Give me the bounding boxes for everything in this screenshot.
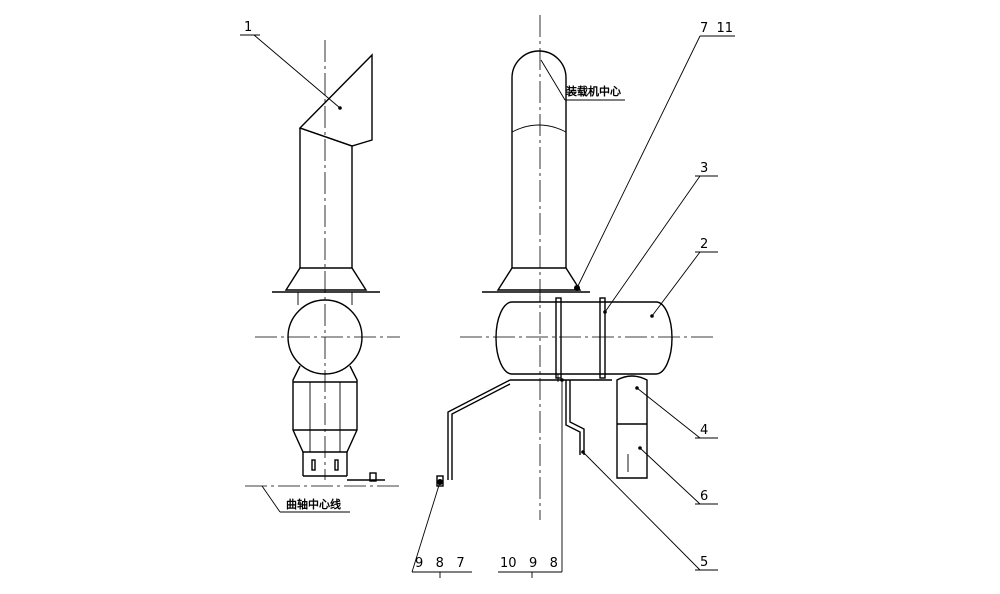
- callout-5-leader: [582, 451, 701, 571]
- clamp-band-right: [599, 297, 606, 379]
- bracket-left-arm-inner: [451, 383, 511, 480]
- callout-3-leader: [604, 175, 701, 313]
- callout-6-dot: [638, 446, 642, 450]
- right-stack-joint: [511, 124, 567, 133]
- left-lower-body: [292, 365, 358, 453]
- callout-4-label: 4: [700, 423, 708, 438]
- muffler-drum-side: [495, 301, 673, 375]
- callout-10-9-8-dot: [560, 378, 564, 382]
- callout-7-11-leader: [576, 35, 701, 289]
- muffler-drum-end: [287, 299, 363, 375]
- left-bolt-2: [334, 459, 339, 471]
- callout-2-label: 2: [700, 237, 708, 252]
- callout-3-label: 3: [700, 161, 708, 176]
- crankshaft-leader: [261, 485, 281, 513]
- bracket-left-bolt: [436, 475, 444, 487]
- callout-1-dot: [338, 106, 342, 110]
- callout-6-leader: [639, 447, 701, 505]
- bracket-left-arm: [447, 379, 511, 480]
- callout-6-label: 6: [700, 489, 708, 504]
- callout-1-leader: [253, 34, 341, 109]
- callout-7-11-dot: [574, 285, 580, 291]
- callout-1-label: 1: [244, 20, 252, 35]
- callout-10-9-8-label: 10 9 8: [500, 556, 558, 571]
- left-small-block: [369, 472, 377, 482]
- right-stack-flare: [496, 267, 582, 291]
- callout-4-leader: [636, 387, 701, 439]
- callout-2-dot: [650, 314, 654, 318]
- exhaust-cap-edge: [299, 127, 353, 147]
- loader-center-note: 装载机中心: [565, 84, 621, 98]
- callout-7-11-label: 7 11: [700, 21, 733, 36]
- callout-9-8-7-dot: [437, 479, 443, 485]
- bracket-right-arm-inner: [569, 380, 585, 455]
- callout-9-8-7-leader: [411, 481, 441, 573]
- clamp-band-left: [555, 297, 562, 379]
- right-view: 装载机中心 7 11 3 2 4 6 5: [411, 15, 735, 578]
- lower-box: [616, 375, 648, 479]
- left-bolt-1: [311, 459, 316, 471]
- bracket-right-arm: [565, 380, 581, 455]
- right-stack: [511, 50, 567, 268]
- callout-9-8-7-label: 9 8 7: [415, 556, 465, 571]
- callout-3-dot: [603, 310, 607, 314]
- loader-center-leader: [540, 59, 566, 101]
- left-view: 曲轴中心线 1: [240, 20, 400, 513]
- callout-2-leader: [651, 251, 701, 317]
- crankshaft-centerline-note: 曲轴中心线: [286, 497, 341, 511]
- left-stack-flare: [284, 267, 368, 291]
- callout-5-dot: [581, 450, 585, 454]
- callout-4-dot: [635, 386, 639, 390]
- callout-5-label: 5: [700, 555, 708, 570]
